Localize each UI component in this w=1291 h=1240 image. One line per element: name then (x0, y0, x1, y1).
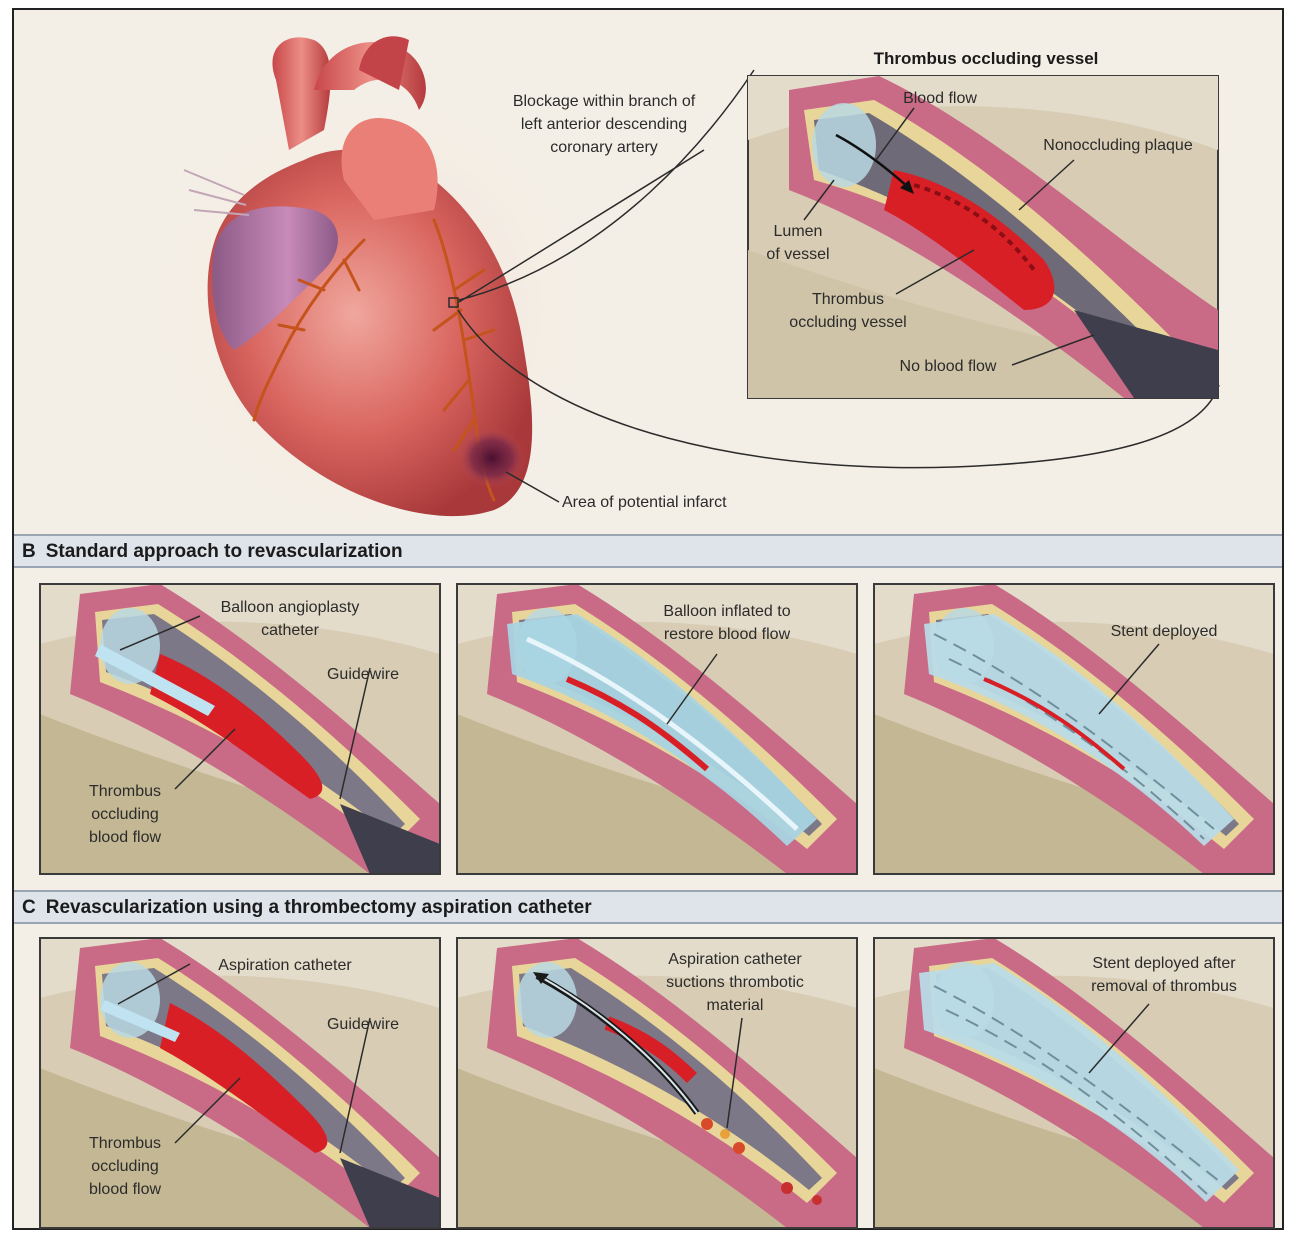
c1-aspiration-label: Aspiration catheter (218, 957, 352, 974)
heart-callout-line3: coronary artery (550, 139, 658, 156)
b3-line1: Stent deployed (1111, 623, 1218, 640)
panel-b-frame-2: Balloon inflated to restore blood flow (457, 584, 857, 874)
panel-b-header: B Standard approach to revascularization (14, 534, 1282, 568)
b1-guidewire-label: Guidewire (327, 666, 399, 683)
inset-no-flow-label: No blood flow (900, 358, 997, 375)
panel-b-frames: Balloon angioplasty catheter Guidewire T… (14, 570, 1282, 882)
c3-line1: Stent deployed after (1092, 955, 1236, 972)
b2-line2: restore blood flow (664, 626, 791, 643)
panel-c-frame-3: Stent deployed after removal of thrombus (874, 938, 1274, 1228)
panel-c-title: Revascularization using a thrombectomy a… (46, 897, 592, 918)
c1-thrombus-line3: blood flow (89, 1181, 161, 1198)
panel-b-frame-1: Balloon angioplasty catheter Guidewire T… (40, 584, 440, 874)
heart-callout-line2: left anterior descending (521, 116, 687, 133)
inset-lumen-line1: Lumen (774, 223, 823, 240)
panel-c-frames: Aspiration catheter Guidewire Thrombus o… (14, 926, 1282, 1230)
panel-c-frame-2: Aspiration catheter suctions thrombotic … (457, 938, 857, 1228)
b1-balloon-line2: catheter (261, 622, 319, 639)
c2-line3: material (707, 997, 764, 1014)
b1-thrombus-line2: occluding (91, 806, 159, 823)
panel-b-letter: B (22, 541, 36, 562)
panel-c-letter: C (22, 897, 36, 918)
b2-line1: Balloon inflated to (663, 603, 790, 620)
b1-thrombus-line1: Thrombus (89, 783, 161, 800)
panel-b-frame-3: Stent deployed (874, 584, 1274, 874)
inset-title: Thrombus occluding vessel (874, 49, 1099, 68)
heart-callout-line1: Blockage within branch of (513, 93, 696, 110)
inset-thrombus-line2: occluding vessel (789, 314, 906, 331)
inset-plaque-label: Nonoccluding plaque (1043, 137, 1193, 154)
b1-balloon-line1: Balloon angioplasty (221, 599, 360, 616)
inset-thrombus-line1: Thrombus (812, 291, 884, 308)
panel-c-header: C Revascularization using a thrombectomy … (14, 890, 1282, 924)
c2-line2: suctions thrombotic (666, 974, 804, 991)
panel-c-frame-1: Aspiration catheter Guidewire Thrombus o… (40, 938, 440, 1228)
c3-line2: removal of thrombus (1091, 978, 1237, 995)
panel-a-illustration: Blockage within branch of left anterior … (14, 10, 1282, 532)
panel-b-title: Standard approach to revascularization (46, 541, 403, 562)
c1-thrombus-line2: occluding (91, 1158, 159, 1175)
c2-line1: Aspiration catheter (668, 951, 802, 968)
inset-blood-flow-label: Blood flow (903, 90, 977, 107)
c1-thrombus-line1: Thrombus (89, 1135, 161, 1152)
c1-guidewire-label: Guidewire (327, 1016, 399, 1033)
b1-thrombus-line3: blood flow (89, 829, 161, 846)
inset-lumen-line2: of vessel (766, 246, 829, 263)
infarct-label: Area of potential infarct (562, 494, 727, 511)
